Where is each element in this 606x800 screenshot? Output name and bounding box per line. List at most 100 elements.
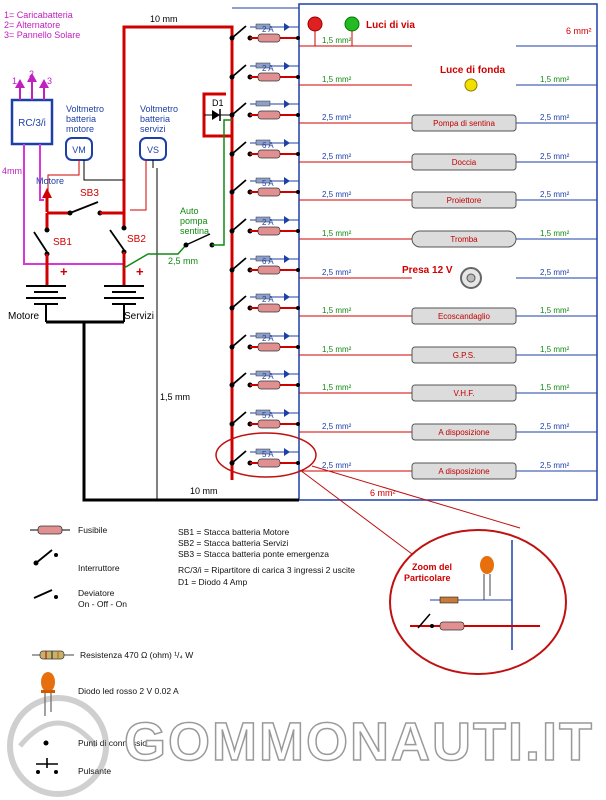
wire-left-label: 2,5 mm² [322, 190, 352, 199]
fuse-rating: 5 A [262, 450, 274, 459]
note-rc: RC/3/i = Ripartitore di carica 3 ingress… [178, 565, 355, 575]
load-panel-frame [298, 3, 598, 501]
battery-servizi [104, 285, 144, 322]
fuse-rating: 2 A [262, 372, 274, 381]
fuse-rating: 2 A [262, 218, 274, 227]
left-4mm-label: 4mm [2, 166, 22, 176]
legend-led: Diodo led rosso 2 V 0.02 A [78, 686, 179, 696]
load-box [411, 384, 517, 402]
negative-return [82, 322, 299, 502]
rc3i-pin-1: 1 [12, 76, 17, 86]
wire-left-label: 1,5 mm² [322, 75, 352, 84]
fuse-symbol [257, 33, 281, 43]
fuse-symbol [257, 149, 281, 159]
wire-right-label: 2,5 mm² [540, 461, 570, 470]
led-resistor [255, 23, 271, 30]
wire-right-label: 2,5 mm² [540, 113, 570, 122]
fuse-rating: 2 A [262, 295, 274, 304]
legend-interruttore: Interruttore [78, 563, 120, 573]
wire-right-label: 1,5 mm² [540, 345, 570, 354]
positive-bus [122, 25, 234, 480]
load-box [411, 153, 517, 171]
note-sb1: SB1 = Stacca batteria Motore [178, 527, 290, 537]
green-light [344, 16, 360, 32]
auto-pompa-1: Auto [180, 206, 199, 216]
legend-pulsante: Pulsante [78, 766, 111, 776]
fuse-rating: 5 A [262, 411, 274, 420]
rc3i-box [10, 98, 54, 146]
led-resistor [255, 332, 271, 339]
wire-right-label: 2,5 mm² [540, 190, 570, 199]
vm-caption-3: motore [66, 124, 94, 134]
legend-fusibile: Fusibile [78, 525, 108, 535]
wire-left-label: 2,5 mm² [322, 152, 352, 161]
zoom-label-1: Zoom del [412, 562, 452, 572]
wire-right-label: 2,5 mm² [540, 268, 570, 277]
load-label: A disposizione [438, 428, 490, 437]
motore-arrow-label: Motore [36, 176, 64, 186]
load-box [411, 307, 517, 325]
fuse-rating: 2 A [262, 64, 274, 73]
fuse-rating: 2 A [262, 334, 274, 343]
rc3i-pin-2: 2 [29, 69, 34, 79]
switch-lever [231, 334, 247, 348]
bottom-wire-label: 10 mm [190, 486, 218, 496]
legend-resistenza: Resistenza 470 Ω (ohm) ¹/₄ W [80, 650, 193, 660]
switch-lever [231, 141, 247, 155]
load-label: Ecoscandaglio [438, 312, 491, 321]
fuse-symbol [257, 72, 281, 82]
led-resistor [255, 409, 271, 416]
led-resistor [255, 370, 271, 377]
d1-label: D1 [212, 98, 224, 108]
wire-right-label: 1,5 mm² [540, 75, 570, 84]
wire-right-label: 2,5 mm² [540, 152, 570, 161]
fuse-symbol [257, 303, 281, 313]
load-label: Proiettore [447, 196, 482, 205]
led-resistor [255, 100, 271, 107]
fuse-symbol [257, 342, 281, 352]
vm-code: VM [72, 145, 86, 155]
legend-deviatore-symbol [33, 589, 58, 599]
top-wire-label: 10 mm [150, 14, 178, 24]
zoom-ellipse [389, 529, 567, 675]
note-sb2: SB2 = Stacca batteria Servizi [178, 538, 288, 548]
wire-left-label: 2,5 mm² [322, 113, 352, 122]
switch-lever [231, 411, 247, 425]
wire-left-label: 2,5 mm² [322, 461, 352, 470]
zoom-detail [410, 540, 540, 650]
fuse-symbol [257, 419, 281, 429]
sb2-label: SB2 [127, 234, 146, 245]
neg-bus-label: 6 mm² [370, 488, 396, 498]
wire-left-label: 2,5 mm² [322, 268, 352, 277]
led-resistor [255, 293, 271, 300]
plus-motore: + [60, 264, 68, 279]
vm-caption-1: Voltmetro [66, 104, 104, 114]
wire-left-label: 1,5 mm² [322, 383, 352, 392]
led-resistor [255, 139, 271, 146]
legend-1: 1= Caricabatteria [4, 10, 73, 20]
rc3i-pin-3: 3 [47, 76, 52, 86]
note-sb3: SB3 = Stacca batteria ponte emergenza [178, 549, 329, 559]
fuse-symbol [257, 458, 281, 468]
load-box [411, 114, 517, 132]
top-right-label: 6 mm² [566, 26, 592, 36]
fuse-rating: 6 A [262, 257, 274, 266]
watermark-text: GOMMONAUTI.IT [124, 712, 594, 772]
watermark-logo [7, 695, 109, 797]
load-label: Doccia [452, 158, 477, 167]
wire-left-label: 1,5 mm² [322, 36, 352, 45]
switch-lever [231, 450, 247, 464]
load-label: Tromba [450, 235, 478, 244]
legend-2: 2= Alternatore [4, 20, 60, 30]
switch-lever [231, 64, 247, 78]
switch-lever [231, 372, 247, 386]
vs-caption-1: Voltmetro [140, 104, 178, 114]
load-label: V.H.F. [453, 389, 474, 398]
zoom-source-ellipse [215, 432, 317, 478]
